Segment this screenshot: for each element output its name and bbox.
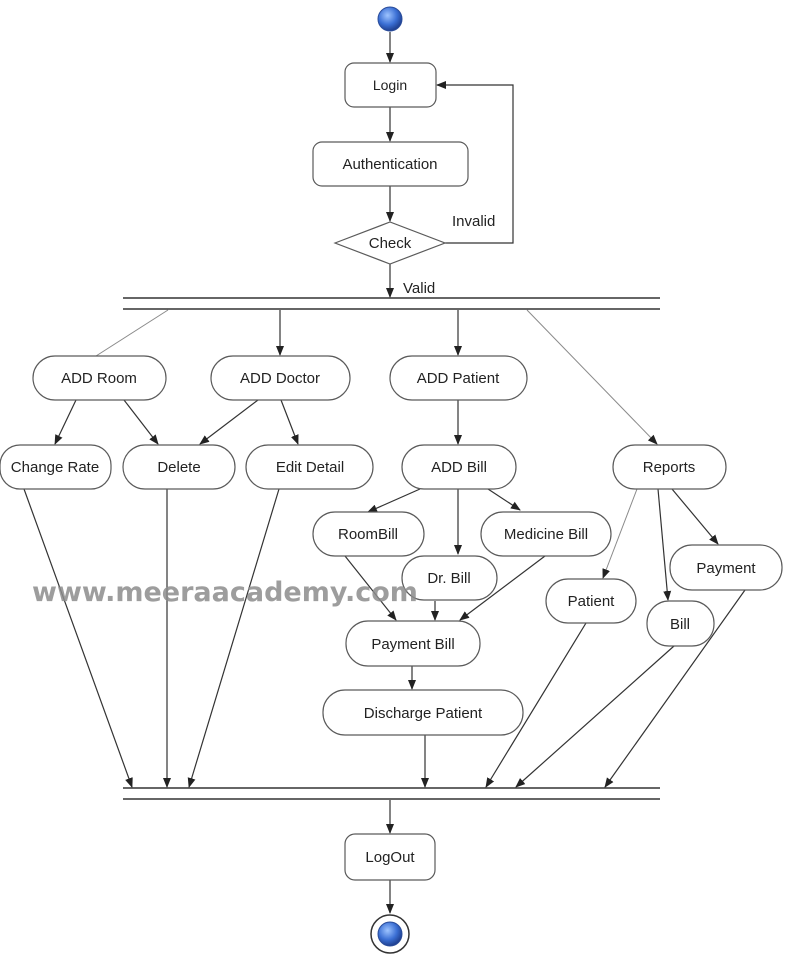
payment-node: Payment: [669, 544, 783, 591]
room-bill-node: RoomBill: [312, 511, 425, 557]
invalid-label: Invalid: [452, 213, 495, 230]
watermark-text: www.meeraacademy.com: [32, 577, 418, 608]
bill-label: Bill: [670, 616, 690, 633]
add-patient-node: ADD Patient: [389, 355, 528, 401]
patient-node: Patient: [545, 578, 637, 624]
reports-node: Reports: [612, 444, 727, 490]
dr-bill-node: Dr. Bill: [401, 555, 498, 601]
login-node: Login: [344, 62, 437, 108]
edit-detail-label: Edit Detail: [276, 459, 344, 476]
dr-bill-label: Dr. Bill: [427, 570, 470, 587]
patient-label: Patient: [568, 593, 616, 610]
check-decision: Check: [333, 221, 447, 265]
discharge-patient-label: Discharge Patient: [364, 705, 483, 722]
add-bill-label: ADD Bill: [431, 459, 487, 476]
login-label: Login: [373, 77, 407, 93]
start-node: [377, 6, 403, 32]
bill-node: Bill: [646, 600, 715, 647]
room-bill-label: RoomBill: [338, 526, 398, 543]
authentication-node: Authentication: [312, 141, 469, 187]
logout-node: LogOut: [344, 833, 436, 881]
logout-label: LogOut: [365, 849, 415, 866]
add-doctor-node: ADD Doctor: [210, 355, 351, 401]
payment-label: Payment: [696, 560, 756, 577]
medicine-bill-node: Medicine Bill: [480, 511, 612, 557]
payment-bill-node: Payment Bill: [345, 620, 481, 667]
add-room-label: ADD Room: [61, 370, 137, 387]
reports-label: Reports: [643, 459, 696, 476]
change-rate-node: Change Rate: [0, 444, 112, 490]
edges: [23, 32, 746, 914]
change-rate-label: Change Rate: [11, 459, 99, 476]
valid-label: Valid: [403, 280, 435, 297]
discharge-patient-node: Discharge Patient: [322, 689, 524, 736]
add-doctor-label: ADD Doctor: [240, 370, 320, 387]
authentication-label: Authentication: [342, 156, 437, 173]
delete-node: Delete: [122, 444, 236, 490]
end-node: [377, 921, 403, 947]
delete-label: Delete: [157, 459, 200, 476]
add-patient-label: ADD Patient: [417, 370, 500, 387]
edit-detail-node: Edit Detail: [245, 444, 374, 490]
payment-bill-label: Payment Bill: [371, 636, 454, 653]
check-label: Check: [369, 235, 412, 252]
add-room-node: ADD Room: [32, 355, 167, 401]
medicine-bill-label: Medicine Bill: [504, 526, 588, 543]
add-bill-node: ADD Bill: [401, 444, 517, 490]
